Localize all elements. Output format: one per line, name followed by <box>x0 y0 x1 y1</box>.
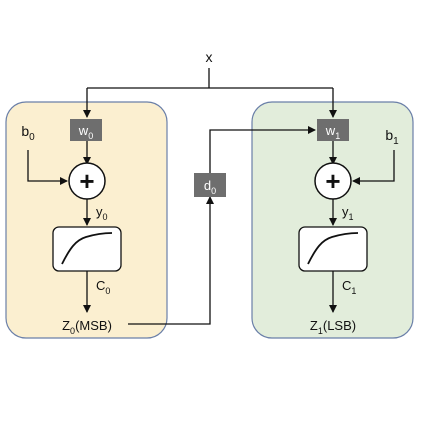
bias-b0-label: b0 <box>21 123 35 143</box>
output-z0-msb-label: Z0(MSB) <box>62 318 112 336</box>
adder-1-plus: + <box>325 166 340 196</box>
delay-d0-label: d0 <box>204 178 216 196</box>
sum-y1-label: y1 <box>342 204 354 222</box>
input-connector <box>83 68 337 118</box>
b0-to-adder-arrow <box>27 150 68 185</box>
b1-to-adder-arrow <box>352 150 395 185</box>
weight-w0-box <box>70 119 102 141</box>
delay-to-w1-connector <box>209 126 316 173</box>
bias-b1-label: b1 <box>385 127 399 147</box>
weight-w0-label: w0 <box>78 123 93 141</box>
sum-y0-label: y0 <box>96 204 108 222</box>
input-x-label: x <box>206 49 213 65</box>
activation-c1-label: C1 <box>342 278 356 296</box>
delay-d0-box <box>194 173 226 197</box>
msb-to-delay-connector <box>128 196 214 325</box>
activation-c0-label: C0 <box>96 278 110 296</box>
adder-0-plus: + <box>79 166 94 196</box>
sigmoid-0-curve <box>61 232 113 265</box>
weight-w1-label: w1 <box>325 123 340 141</box>
weight-w1-box <box>317 119 349 141</box>
sigmoid-1-curve <box>307 232 359 265</box>
output-z1-lsb-label: Z1(LSB) <box>310 318 356 336</box>
